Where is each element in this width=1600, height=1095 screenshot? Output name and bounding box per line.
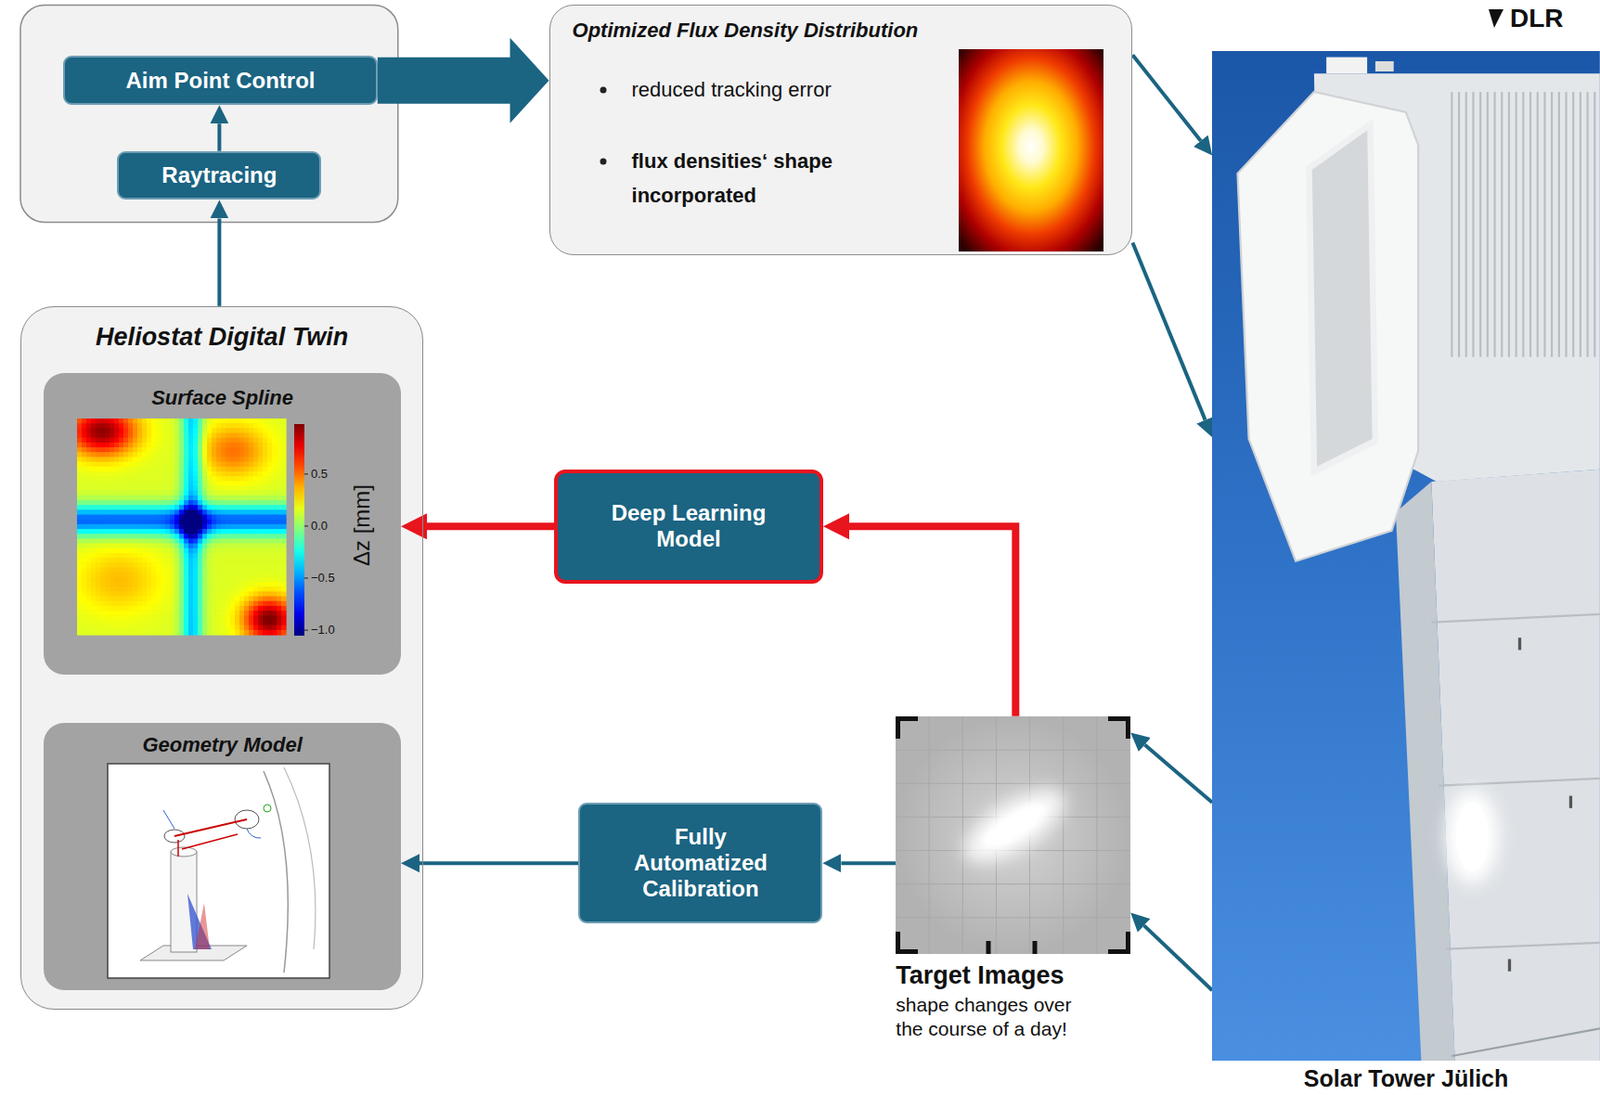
twin-panel-fill — [20, 306, 424, 1011]
node-title: Fully Automatized Calibration — [615, 824, 786, 903]
target-photo — [895, 716, 1131, 955]
flow-arrow — [1144, 925, 1213, 991]
node-text: flux densities‘ shape incorporated — [632, 143, 939, 213]
geometry-drawing — [43, 722, 401, 991]
axis-label: Δz [mm] — [348, 484, 375, 567]
twin-panel: Surface SplineGeometry Model Heliostat Di… — [20, 306, 424, 1011]
process-box: Fully Automatized Calibration — [578, 802, 823, 924]
target-image: Target Images shape changes over the cour… — [895, 716, 1131, 1045]
node-title: Raytracing — [161, 162, 277, 189]
node-title: Target Images — [895, 961, 1131, 990]
flow-arrow — [1132, 242, 1205, 420]
tower-photo-image — [1212, 51, 1600, 1061]
learning-arrow — [849, 526, 1016, 717]
flow-arrow — [840, 861, 896, 865]
flow-arrow — [217, 218, 221, 306]
flux-heatmap — [550, 5, 1135, 256]
control-panel — [20, 5, 399, 223]
node-title: Aim Point Control — [125, 67, 315, 94]
node-title: Deep Learning Model — [598, 500, 779, 553]
model-box: Deep Learning Model — [554, 469, 824, 584]
node-text: reduced tracking error — [632, 74, 939, 106]
logo-text: DLR — [1509, 3, 1564, 34]
geometry-box: Geometry Model — [43, 722, 401, 991]
flow-arrow — [217, 123, 221, 151]
process-box: Raytracing — [116, 151, 322, 201]
result-panel: Optimized Flux Density Distribution reduc… — [549, 4, 1134, 255]
node-title: Optimized Flux Density Distribution — [572, 18, 1133, 43]
flow-arrow — [1132, 54, 1200, 141]
tick-label: −0.5 — [310, 570, 336, 585]
process-box: Aim Point Control — [63, 55, 378, 105]
node-title: Surface Spline — [43, 386, 401, 411]
spline-box: Surface Spline — [43, 373, 401, 674]
flow-arrow — [419, 861, 579, 865]
node-title: Geometry Model — [43, 733, 401, 758]
node-title: Heliostat Digital Twin — [21, 322, 423, 351]
tick-label: −1.0 — [310, 622, 336, 637]
tick-label: 0.0 — [310, 518, 328, 533]
learning-arrow — [426, 522, 555, 530]
spline-heatmap — [43, 373, 401, 674]
block-arrow — [377, 38, 550, 124]
logo-mark — [1488, 9, 1504, 28]
tower-photo: Solar Tower Jülich — [1212, 51, 1600, 1095]
flow-arrow — [1144, 744, 1213, 802]
node-text: shape changes over the course of a day! — [895, 993, 1086, 1042]
tick-label: 0.5 — [310, 466, 328, 481]
node-title: Solar Tower Jülich — [1212, 1064, 1600, 1093]
